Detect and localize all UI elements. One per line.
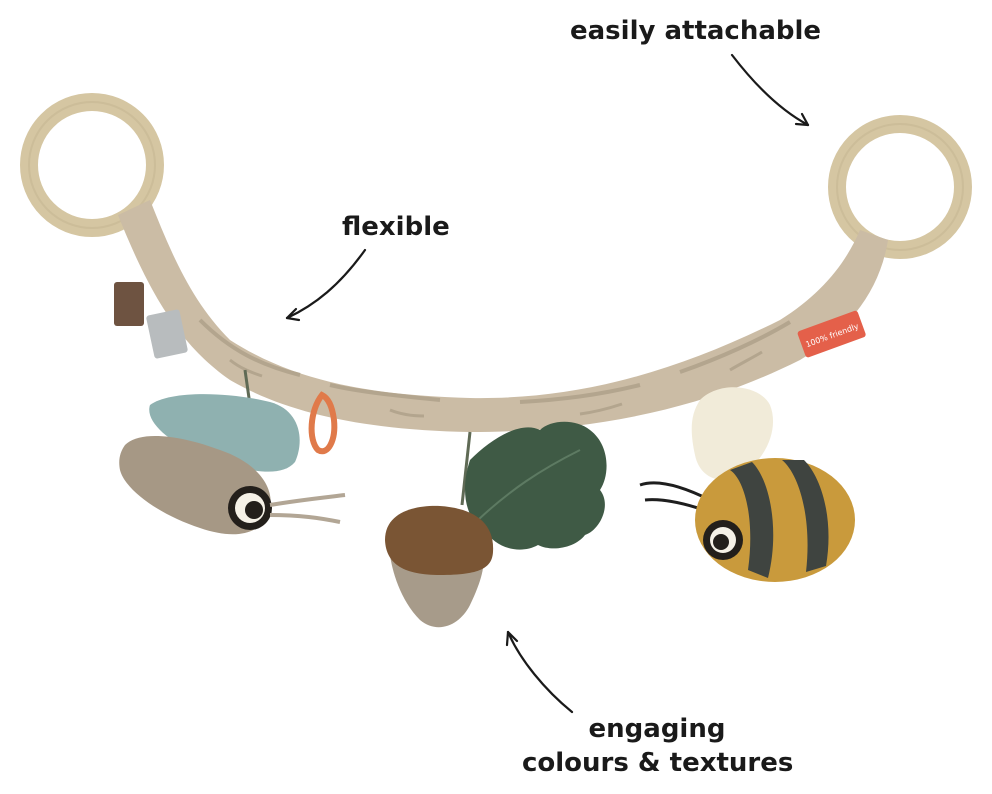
gathered-strap [118, 200, 888, 432]
fabric-tabs [114, 282, 188, 359]
orange-loop [308, 391, 338, 455]
flexible-arrow [285, 248, 367, 320]
engaging-arrow [506, 630, 574, 714]
callout-flexible: flexible [342, 212, 450, 242]
callout-engaging: engaging colours & textures [522, 712, 794, 780]
callout-easily-attachable: easily attachable [570, 16, 822, 46]
callout-arrows [285, 53, 810, 714]
snail-toy [119, 369, 346, 535]
attach-arrow [730, 53, 810, 127]
right-ring [828, 115, 972, 259]
brand-tag: 100% friendly [797, 310, 866, 358]
left-ring [20, 93, 164, 237]
bee-toy [639, 387, 855, 582]
callout-engaging-line2: colours & textures [522, 748, 794, 778]
acorn-leaf-toy [385, 421, 607, 628]
callout-engaging-line1: engaging [588, 714, 726, 744]
